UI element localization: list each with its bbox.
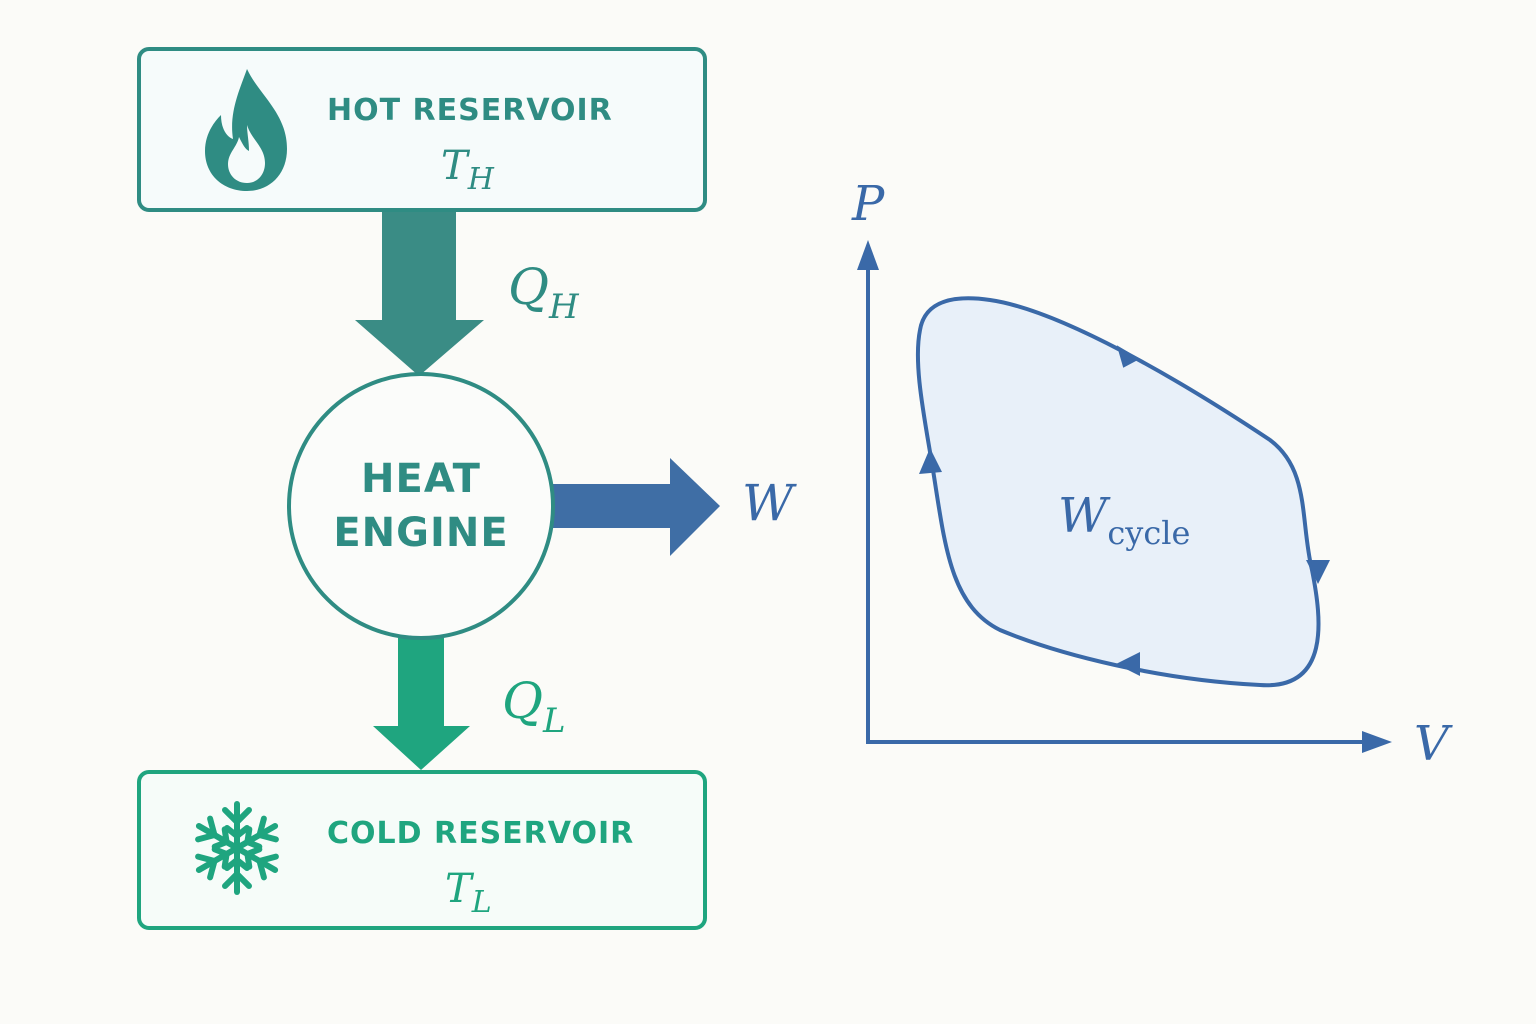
engine-label-line1: HEAT [361,456,481,502]
work-arrow [553,458,720,556]
cycle-direction-arrow-bottom [1116,652,1140,676]
heat-engine-circle: HEAT ENGINE [287,372,555,640]
heat-in-label: QH [508,258,579,327]
hot-reservoir-box: HOT RESERVOIR TH [137,47,707,212]
heat-out-label: QL [502,672,566,741]
pv-axes [857,240,1392,753]
cold-reservoir-title: COLD RESERVOIR [327,816,635,851]
pv-cycle-loop [915,296,1321,688]
v-axis-arrowhead [1362,731,1392,753]
heat-out-arrow [373,638,470,770]
engine-label-line2: ENGINE [333,510,509,556]
pressure-axis-label: P [852,176,885,232]
cycle-direction-arrow-left [919,448,942,474]
p-axis-arrowhead [857,240,879,270]
hot-reservoir-temperature: TH [441,143,494,197]
cold-reservoir-box: COLD RESERVOIR TL [137,770,707,930]
heat-in-arrow [355,212,484,376]
hot-reservoir-title: HOT RESERVOIR [327,93,613,128]
cycle-work-label: Wcycle [1058,488,1191,552]
volume-axis-label: V [1414,716,1449,772]
cycle-direction-arrow-top [1116,345,1140,368]
flame-icon [205,69,287,191]
work-label: W [742,474,794,532]
cycle-direction-arrow-right [1306,560,1330,584]
cold-reservoir-temperature: TL [445,866,492,920]
snowflake-icon [187,801,287,898]
